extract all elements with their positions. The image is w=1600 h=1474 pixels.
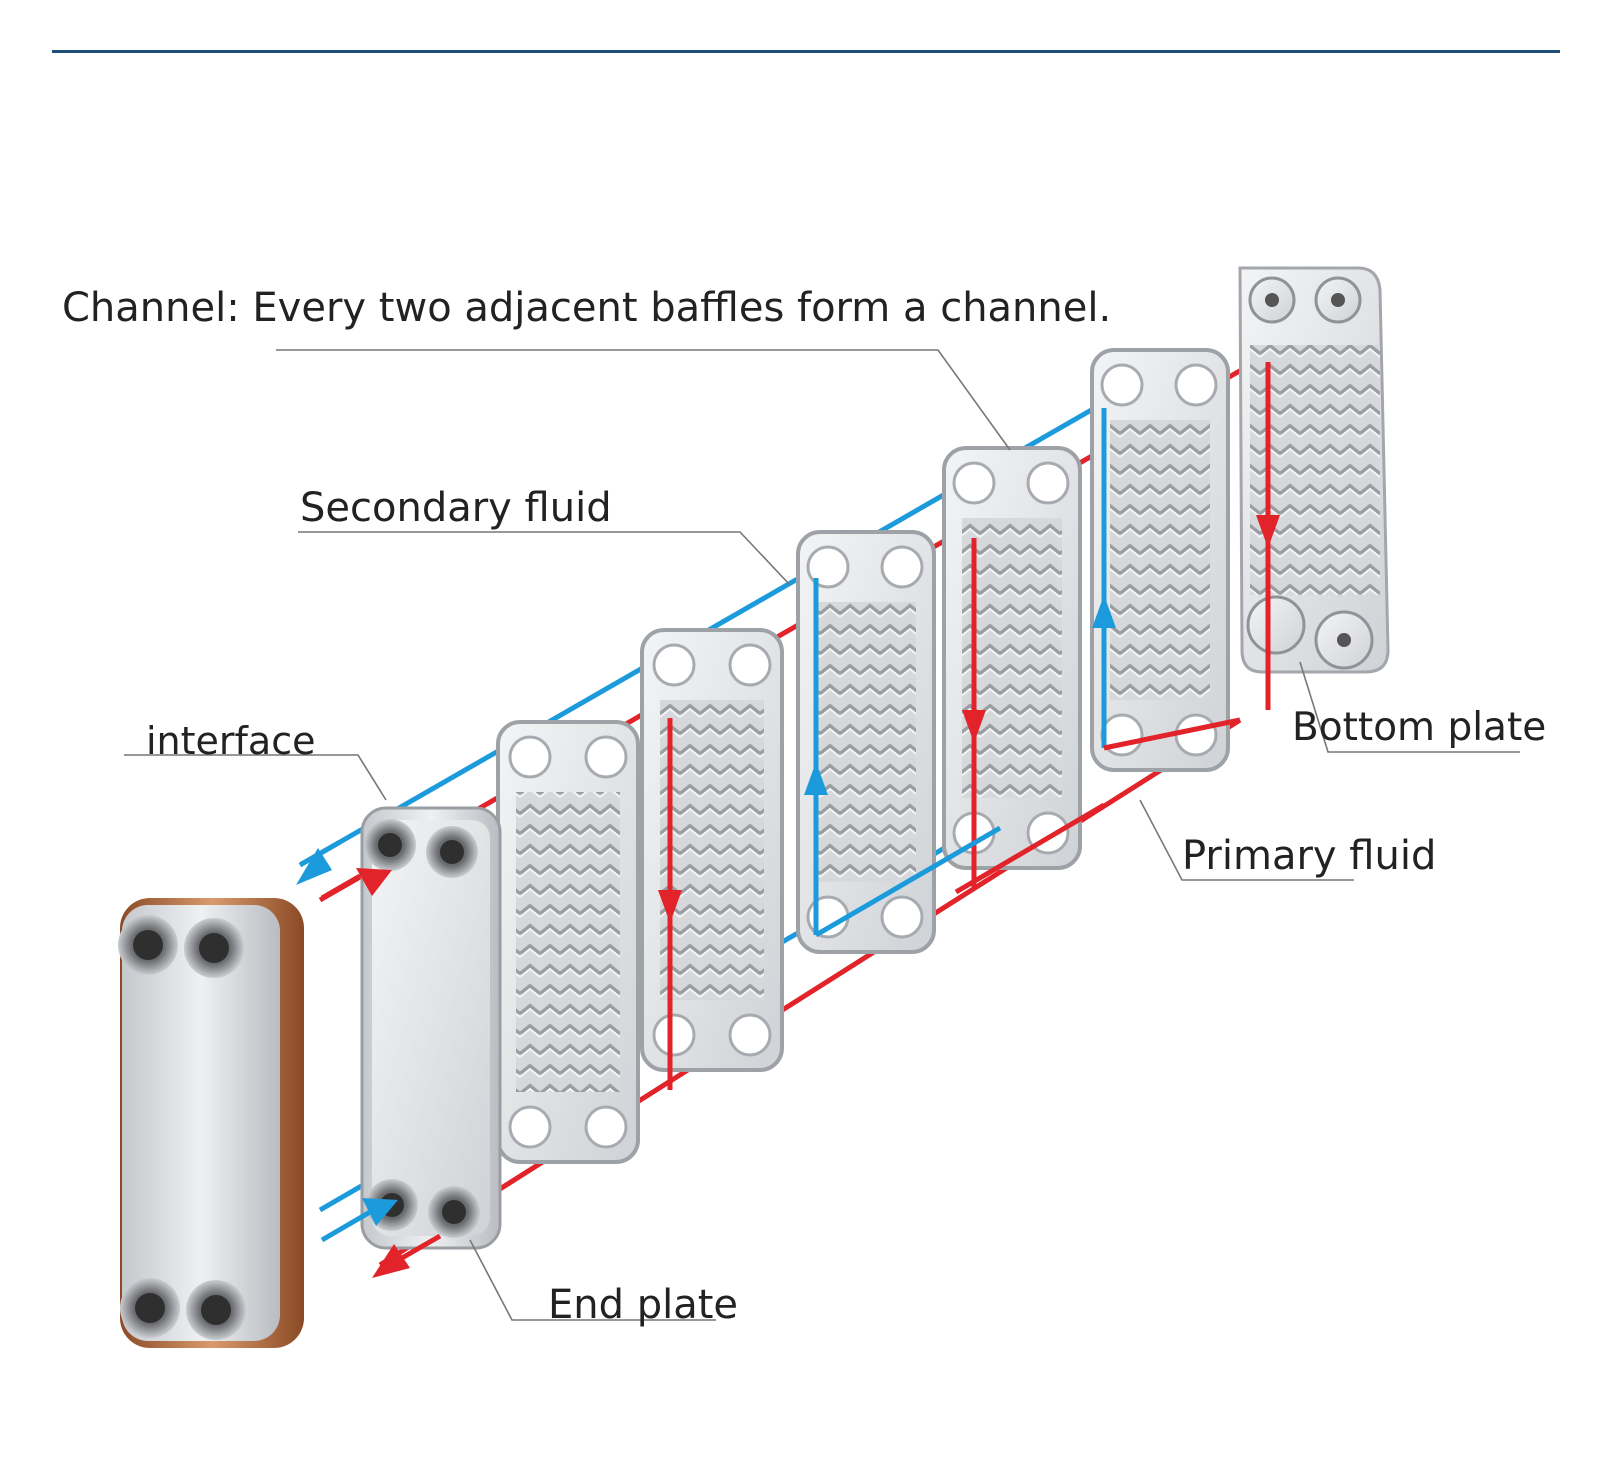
plate-4 [796, 530, 936, 954]
flow-arrow-icon [658, 890, 682, 923]
assembled-exchanger [118, 898, 304, 1348]
bottom-plate-label: Bottom plate [1292, 705, 1547, 750]
secondary-fluid-label: Secondary fluid [300, 485, 612, 531]
bottom-plate [1238, 266, 1390, 674]
plate-3 [640, 628, 784, 1072]
leader-lines [124, 349, 1520, 1321]
flow-arrow-icon [296, 848, 332, 885]
flow-lines-vertical [658, 362, 1280, 1090]
plate-5 [942, 446, 1082, 870]
flow-arrow-icon [356, 868, 392, 896]
channel-label: Channel: Every two adjacent baffles form… [62, 285, 1112, 331]
end-plate-label: End plate [548, 1282, 739, 1328]
flow-arrow-icon [962, 710, 986, 743]
end-plate [360, 806, 502, 1250]
flow-arrow-icon [1092, 595, 1116, 628]
inlet-outlet-arrows [296, 839, 442, 1278]
primary-fluid-label: Primary fluid [1182, 833, 1437, 879]
flow-arrow-icon [1256, 515, 1280, 548]
interface-label: interface [146, 719, 316, 763]
flow-arrow-icon [362, 1198, 398, 1226]
plate-2 [496, 720, 640, 1164]
header-rule [52, 50, 1560, 53]
port-icon [1246, 595, 1306, 655]
flow-arrow-icon [372, 1244, 410, 1278]
plate-6 [1090, 348, 1230, 772]
flow-lines-front [814, 717, 1241, 938]
flow-arrow-icon [804, 762, 828, 795]
